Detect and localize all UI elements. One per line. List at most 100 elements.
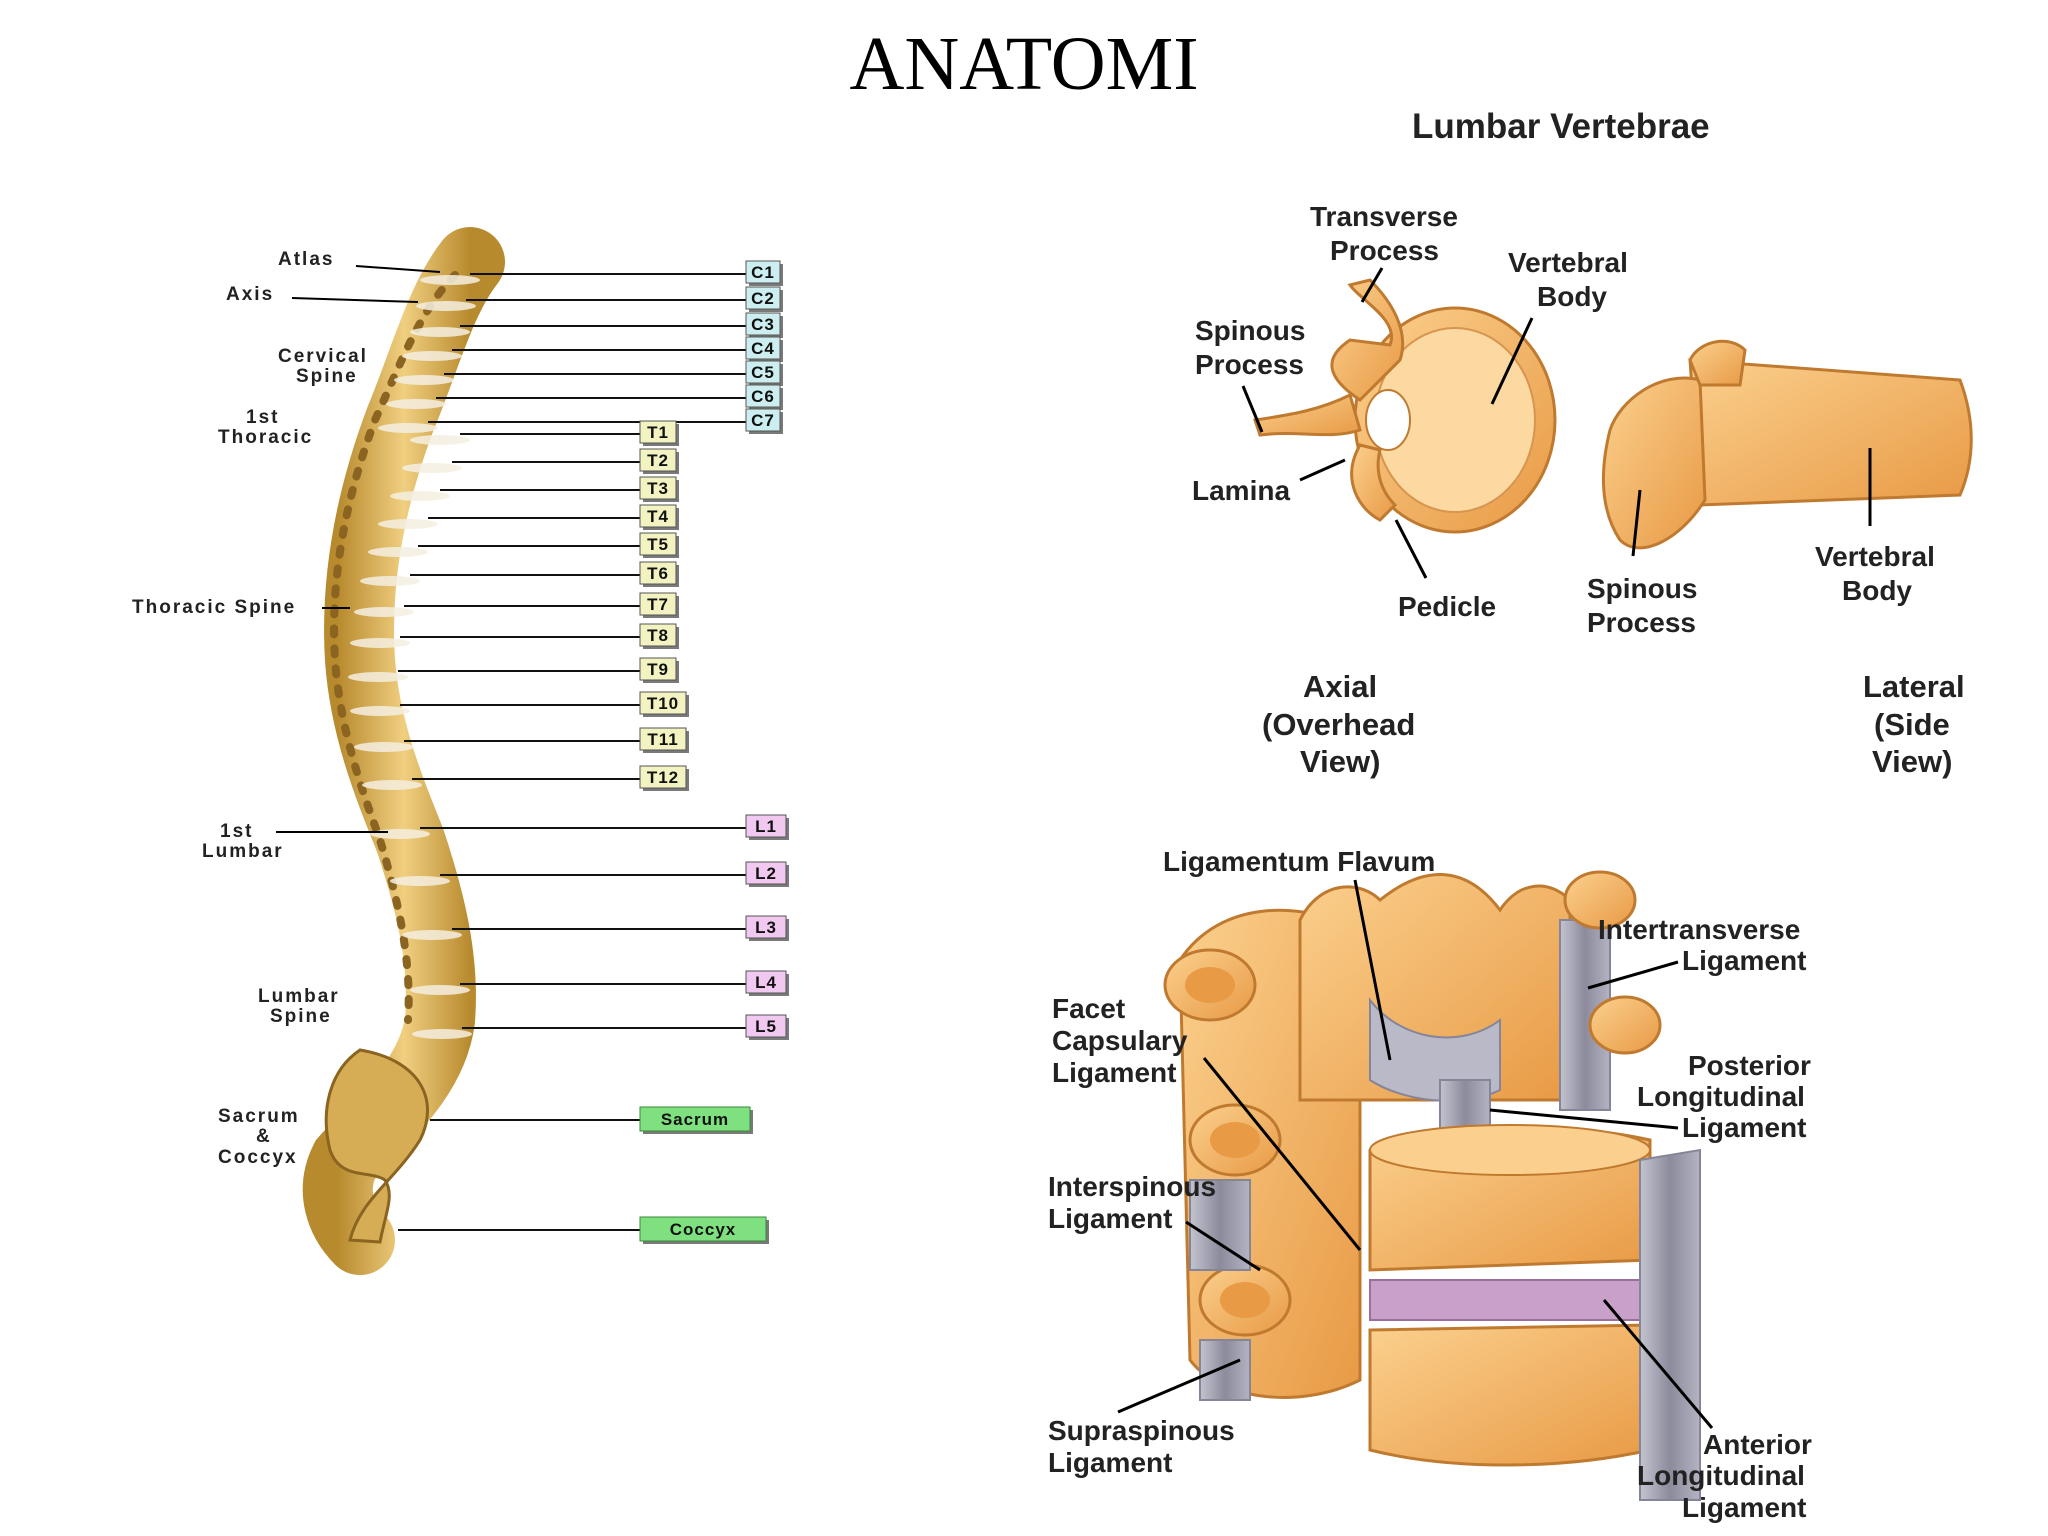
level-box-t8 [639, 623, 677, 647]
level-label-t8: T8 [647, 626, 669, 645]
disc-t10 [350, 706, 410, 716]
level-label-coccyx: Coccyx [670, 1220, 736, 1239]
level-box-l4 [745, 970, 787, 994]
label-posterior-longitudinal-ligament-3: Ligament [1682, 1112, 1806, 1143]
disc-t1 [410, 435, 470, 445]
label-axial-view-3: View) [1300, 744, 1380, 779]
label-pedicle: Pedicle [1398, 591, 1496, 622]
label-first-lumbar-1: 1st [220, 821, 253, 842]
disc-c2 [416, 301, 476, 311]
level-label-t5: T5 [647, 535, 669, 554]
level-box-l2 [745, 861, 787, 885]
disc-c3 [410, 327, 470, 337]
level-label-c7: C7 [751, 411, 775, 430]
spine-discs [348, 275, 480, 1039]
label-posterior-longitudinal-ligament-1: Posterior [1688, 1050, 1811, 1081]
label-ligamentum-flavum: Ligamentum Flavum [1163, 846, 1435, 877]
label-lumbar-spine-2: Spine [270, 1006, 332, 1027]
spine-illustration [302, 227, 505, 1275]
level-box-coccyx [639, 1216, 767, 1242]
level-label-c2: C2 [751, 289, 775, 308]
level-box-c5 [745, 360, 781, 384]
ligament-illustration [1163, 870, 1701, 1501]
axial-labels: Transverse Process Vertebral Body Spinou… [1192, 201, 1628, 779]
level-label-c6: C6 [751, 387, 775, 406]
disc-c4 [402, 351, 462, 361]
level-box-c7 [745, 408, 781, 432]
level-box-l1 [745, 814, 787, 838]
label-axial-vertebral-body-1: Vertebral [1508, 247, 1628, 278]
level-label-l1: L1 [755, 817, 777, 836]
label-transverse-process-1: Transverse [1310, 201, 1458, 232]
disc-c5 [394, 375, 454, 385]
disc-t5 [368, 547, 428, 557]
level-box-c1 [745, 260, 781, 284]
level-box-c2 [745, 286, 781, 310]
level-box-t1 [639, 420, 677, 444]
disc-l3 [402, 930, 462, 940]
level-box-c6 [745, 384, 781, 408]
label-axial-vertebral-body-2: Body [1537, 281, 1607, 312]
level-label-t11: T11 [647, 730, 678, 749]
disc-t2 [402, 463, 462, 473]
label-supraspinous-ligament-1: Supraspinous [1048, 1415, 1235, 1446]
disc-l2 [390, 876, 450, 886]
level-box-c3 [745, 312, 781, 336]
label-lumbar-spine-1: Lumbar [258, 986, 340, 1007]
disc-c1 [420, 275, 480, 285]
disc-t7 [354, 607, 414, 617]
spine-left-labels: Atlas Axis Cervical Spine 1st Thoracic T… [132, 249, 441, 1168]
disc-l5 [412, 1029, 472, 1039]
label-lateral-view-2: (Side [1874, 707, 1950, 742]
disc-t8 [350, 638, 410, 648]
label-sacrum-coccyx-1: Sacrum [218, 1106, 300, 1127]
label-axial-spinous-process-2: Process [1195, 349, 1304, 380]
level-box-t9 [639, 657, 677, 681]
label-axial-spinous-process-1: Spinous [1195, 315, 1305, 346]
level-label-c5: C5 [751, 363, 775, 382]
disc-l1 [370, 829, 430, 839]
level-box-t12 [639, 765, 687, 789]
label-lateral-vertebral-body-1: Vertebral [1815, 541, 1935, 572]
disc-t3 [390, 491, 450, 501]
label-posterior-longitudinal-ligament-2: Longitudinal [1637, 1081, 1805, 1112]
level-label-t1: T1 [647, 423, 669, 442]
axial-vertebra [1253, 278, 1557, 534]
disc-l4 [410, 985, 470, 995]
level-label-c4: C4 [751, 339, 775, 358]
level-box-l5 [745, 1014, 787, 1038]
level-box-sacrum [639, 1106, 751, 1132]
spine-level-boxes: C1C2C3C4C5C6C7T1T2T3T4T5T6T7T8T9T10T11T1… [639, 260, 789, 1244]
label-axis: Axis [226, 284, 274, 305]
level-box-c4 [745, 336, 781, 360]
label-anterior-longitudinal-ligament-1: Anterior [1703, 1429, 1812, 1460]
label-anterior-longitudinal-ligament-3: Ligament [1682, 1492, 1806, 1523]
spine-leader-lines [398, 273, 746, 1231]
label-axial-view-2: (Overhead [1262, 707, 1415, 742]
disc-t9 [348, 672, 408, 682]
level-label-c3: C3 [751, 315, 775, 334]
disc-t11 [354, 742, 414, 752]
label-sacrum-coccyx-2: & [256, 1126, 272, 1147]
disc-c6 [386, 399, 446, 409]
label-interspinous-ligament-1: Interspinous [1048, 1171, 1216, 1202]
label-lateral-vertebral-body-2: Body [1842, 575, 1912, 606]
label-lamina: Lamina [1192, 475, 1290, 506]
label-facet-capsulary-ligament-2: Capsulary [1052, 1025, 1188, 1056]
level-box-t2 [639, 448, 677, 472]
level-box-t10 [639, 691, 687, 715]
level-label-l3: L3 [755, 918, 777, 937]
label-intertransverse-ligament-2: Ligament [1682, 945, 1806, 976]
label-first-thoracic-2: Thoracic [218, 427, 313, 448]
level-label-l4: L4 [755, 973, 777, 992]
disc-t6 [360, 576, 420, 586]
level-label-t4: T4 [647, 507, 669, 526]
label-cervical-spine-1: Cervical [278, 346, 368, 367]
ligament-labels: Ligamentum Flavum Intertransverse Ligame… [1048, 846, 1812, 1523]
level-label-t9: T9 [647, 660, 669, 679]
spine-processes [330, 271, 459, 1024]
label-interspinous-ligament-2: Ligament [1048, 1203, 1172, 1234]
label-transverse-process-2: Process [1330, 235, 1439, 266]
level-box-t3 [639, 476, 677, 500]
label-lateral-view-1: Lateral [1863, 669, 1965, 704]
